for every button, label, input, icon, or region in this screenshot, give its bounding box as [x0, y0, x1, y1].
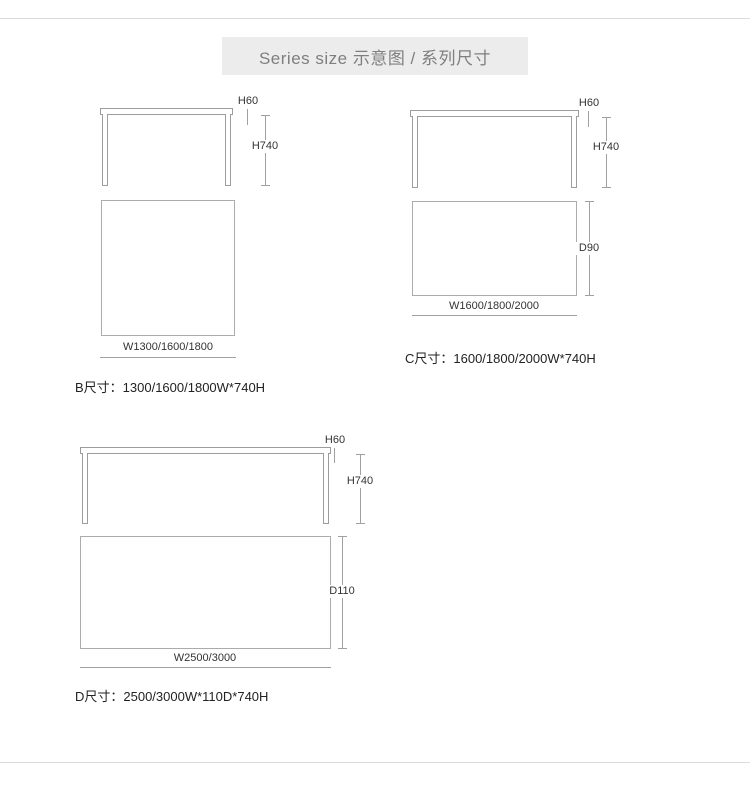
height-dimension-tick-top-b [261, 115, 270, 116]
top-thickness-label-b: H60 [237, 95, 259, 107]
section-header: Series size 示意图 / 系列尺寸 [222, 37, 528, 75]
top-divider [0, 18, 750, 19]
tabletop-side-view-b [100, 108, 233, 115]
top-thickness-label-d: H60 [324, 434, 346, 446]
height-dimension-tick-top-d [356, 454, 365, 455]
depth-dimension-tick-top-d [338, 536, 347, 537]
height-dimension-tick-bottom-c [602, 187, 611, 188]
table-leg-right-c [571, 116, 577, 188]
height-dimension-tick-bottom-d [356, 523, 365, 524]
caption-c: C尺寸：1600/1800/2000W*740H [405, 351, 596, 366]
height-dimension-tick-top-c [602, 117, 611, 118]
height-label-d: H740 [340, 475, 380, 488]
caption-d: D尺寸：2500/3000W*110D*740H [75, 689, 269, 704]
width-dimension-line-d [80, 667, 331, 668]
top-thickness-leader-line-b [247, 109, 248, 125]
depth-dimension-tick-bottom-c [585, 295, 594, 296]
height-dimension-tick-bottom-b [261, 185, 270, 186]
top-thickness-label-c: H60 [578, 97, 600, 109]
width-label-d: W2500/3000 [173, 652, 237, 664]
width-label-b: W1300/1600/1800 [123, 341, 213, 353]
table-leg-left-c [412, 116, 418, 188]
table-leg-left-b [102, 114, 108, 186]
height-label-b: H740 [245, 140, 285, 153]
table-leg-right-d [323, 453, 329, 524]
height-label-c: H740 [586, 141, 626, 154]
depth-label-c: D90 [572, 242, 606, 255]
caption-b: B尺寸：1300/1600/1800W*740H [75, 380, 266, 395]
bottom-divider [0, 762, 750, 763]
top-thickness-leader-line-d [334, 448, 335, 463]
width-label-c: W1600/1800/2000 [449, 300, 539, 312]
depth-dimension-tick-top-c [585, 201, 594, 202]
tabletop-side-view-c [410, 110, 579, 117]
width-dimension-line-c [412, 315, 577, 316]
tabletop-top-view-c [412, 201, 577, 296]
depth-label-d: D110 [322, 585, 362, 598]
tabletop-top-view-d [80, 536, 331, 649]
section-title: Series size 示意图 / 系列尺寸 [258, 48, 492, 68]
top-thickness-leader-line-c [588, 111, 589, 127]
tabletop-side-view-d [80, 447, 331, 454]
width-dimension-line-b [100, 357, 236, 358]
table-leg-left-d [82, 453, 88, 524]
depth-dimension-tick-bottom-d [338, 648, 347, 649]
height-dimension-line-d [360, 454, 361, 524]
tabletop-top-view-b [101, 200, 235, 336]
table-leg-right-b [225, 114, 231, 186]
